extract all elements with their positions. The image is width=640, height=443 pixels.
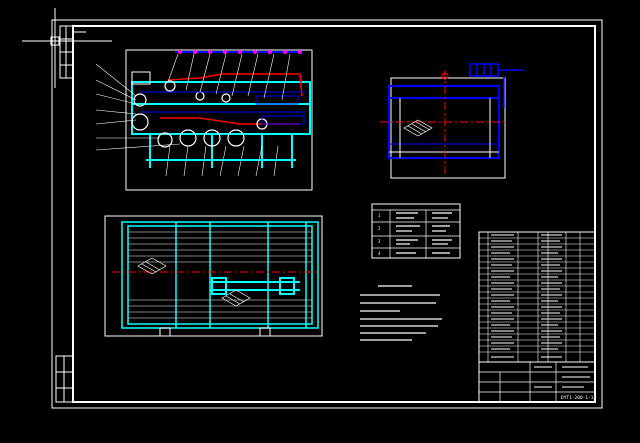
end-elevation-view <box>380 63 524 179</box>
tech-table-row-label-1: 1 <box>378 213 381 218</box>
drawing-number: DYT1-200-1-11 <box>561 395 597 401</box>
plan-view <box>104 215 323 337</box>
tech-table-row-label-4: 4 <box>378 251 381 256</box>
sheet-frame <box>51 19 603 409</box>
technical-notes <box>360 285 442 341</box>
revision-strip-top <box>59 25 86 79</box>
tech-table-row-label-3: 3 <box>378 239 381 244</box>
crosshair-cursor-icon <box>22 8 112 88</box>
bill-of-materials <box>478 231 596 363</box>
tech-table-row-label-2: 2 <box>378 226 381 231</box>
tech-spec-table: 1 2 3 4 <box>371 203 461 259</box>
revision-strip-bottom <box>55 355 74 403</box>
title-block: DYT1-200-1-11 <box>478 361 597 403</box>
side-elevation-view <box>95 49 313 191</box>
